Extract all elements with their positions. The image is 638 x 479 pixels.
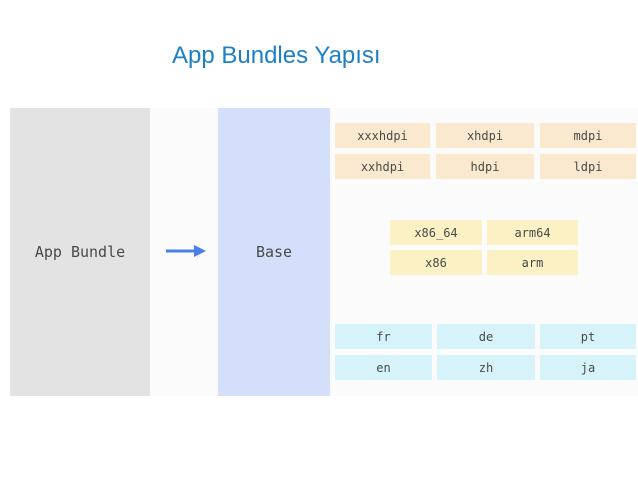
slide-title: App Bundles Yapısı — [172, 42, 381, 69]
language-chip: de — [437, 324, 535, 349]
language-chip: en — [335, 355, 432, 380]
language-chip: ja — [540, 355, 636, 380]
abi-chip: arm — [487, 250, 578, 275]
app-bundle-label: App Bundle — [34, 243, 126, 261]
language-chip: fr — [335, 324, 432, 349]
bundle-structure-diagram: App Bundle Base xxxhdpi xhdpi mdpi xxhdp… — [10, 108, 638, 396]
density-chip: xxhdpi — [335, 154, 430, 179]
abi-chip: arm64 — [487, 220, 578, 245]
density-chip: hdpi — [436, 154, 534, 179]
app-bundle-box: App Bundle — [10, 108, 150, 396]
density-chip: xhdpi — [436, 123, 534, 148]
density-chip: ldpi — [540, 154, 636, 179]
abi-chip: x86 — [390, 250, 482, 275]
density-chip: xxxhdpi — [335, 123, 430, 148]
language-chip: zh — [437, 355, 535, 380]
density-chip: mdpi — [540, 123, 636, 148]
right-arrow-icon — [166, 245, 206, 257]
base-label: Base — [255, 243, 293, 261]
base-box: Base — [218, 108, 330, 396]
language-chip: pt — [540, 324, 636, 349]
abi-chip: x86_64 — [390, 220, 482, 245]
